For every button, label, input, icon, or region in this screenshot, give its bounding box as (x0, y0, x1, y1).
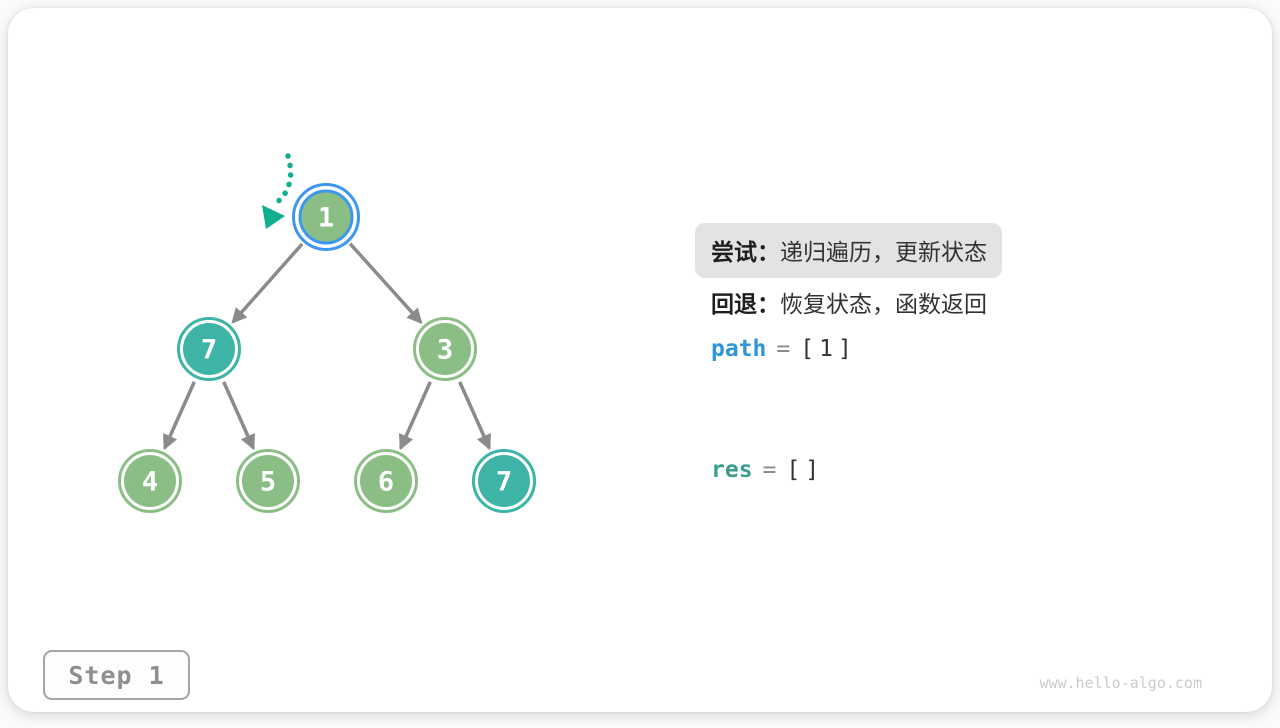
svg-text:7: 7 (496, 467, 512, 498)
try-description: 递归遍历，更新状态 (780, 239, 987, 265)
tree-node-1: 1 (292, 183, 360, 251)
backtrack-description: 恢复状态，函数返回 (780, 291, 987, 317)
try-step-label: 尝试：递归遍历，更新状态 (695, 223, 1002, 278)
res-variable-line: res = [] (711, 457, 824, 483)
watermark: www.hello-algo.com (1039, 674, 1202, 692)
tree-node-3: 3 (413, 317, 477, 381)
tree-node-4: 4 (118, 449, 182, 513)
path-value: [1] (800, 336, 857, 362)
svg-text:3: 3 (437, 335, 453, 366)
svg-text:1: 1 (318, 203, 334, 234)
edge-3-7 (458, 381, 491, 451)
figure-card: 1 7 3 4 5 6 (8, 8, 1272, 712)
res-equals-sign: = (762, 457, 777, 483)
svg-text:5: 5 (260, 467, 276, 498)
backtrack-keyword: 回退： (711, 291, 780, 317)
svg-text:4: 4 (142, 467, 158, 498)
svg-text:6: 6 (378, 467, 394, 498)
binary-tree-diagram: 1 7 3 4 5 6 (118, 153, 536, 513)
traversal-arrow-icon (262, 153, 294, 229)
edge-3-6 (399, 381, 432, 451)
path-variable-name: path (711, 336, 767, 362)
backtrack-step-label: 回退：恢复状态，函数返回 (711, 285, 987, 319)
edge-7-4 (163, 381, 196, 451)
res-value: [] (786, 457, 825, 483)
step-badge: Step 1 (43, 650, 190, 700)
edge-1-3 (348, 242, 423, 325)
path-variable-line: path = [1] (711, 336, 857, 362)
tree-node-5: 5 (236, 449, 300, 513)
tree-node-6: 6 (354, 449, 418, 513)
tree-node-7-right: 7 (472, 449, 536, 513)
step-badge-label: Step 1 (68, 660, 165, 690)
path-equals-sign: = (776, 336, 791, 362)
svg-text:7: 7 (201, 335, 217, 366)
try-keyword: 尝试： (711, 239, 780, 265)
edge-7-5 (222, 381, 255, 451)
res-variable-name: res (711, 457, 753, 483)
tree-edges (163, 242, 491, 451)
tree-node-7-left: 7 (177, 317, 241, 381)
edge-1-7 (231, 242, 304, 324)
